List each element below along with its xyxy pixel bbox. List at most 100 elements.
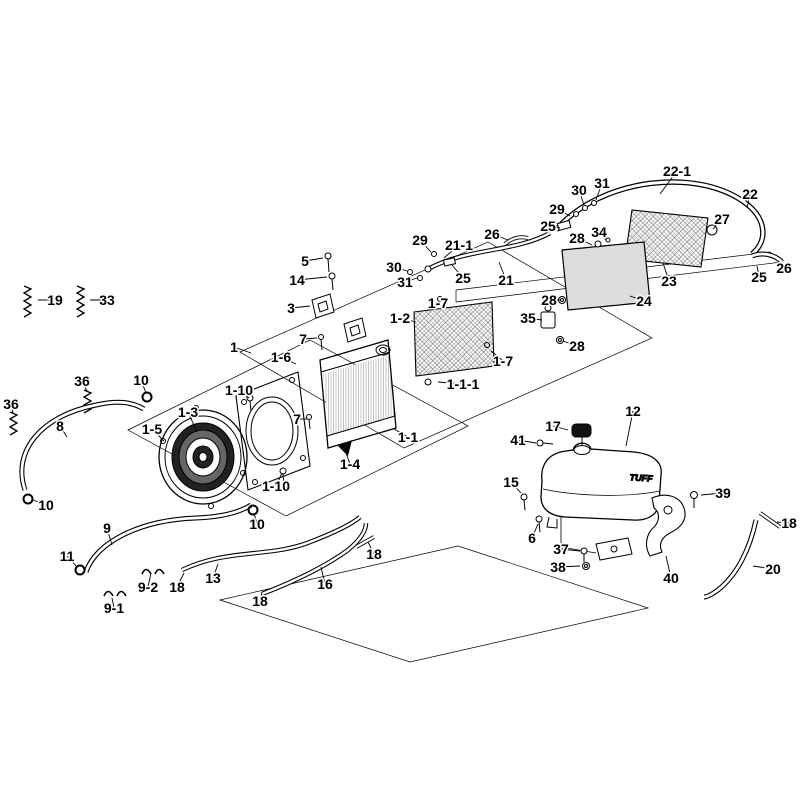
part-label-30: 30	[386, 259, 402, 275]
part-label-10: 10	[133, 372, 149, 388]
hose-9	[83, 502, 253, 573]
tank-bracket	[560, 517, 633, 570]
water-pipe	[424, 231, 552, 273]
leader-line	[10, 403, 14, 414]
spring-36-upper	[82, 389, 93, 414]
part-label-7: 7	[293, 411, 301, 427]
leader-line	[517, 439, 537, 444]
part-label-20: 20	[765, 561, 781, 577]
part-label-18: 18	[781, 515, 797, 531]
leader-line	[66, 555, 78, 568]
part-label-36: 36	[74, 373, 90, 389]
leader-line	[106, 527, 113, 546]
leader-line	[752, 565, 774, 570]
leader-line	[510, 481, 522, 494]
spring-36-lower	[8, 411, 19, 436]
leader-line	[176, 572, 185, 588]
leader-line	[665, 555, 672, 579]
hose-16	[261, 522, 369, 597]
part-label-1-5: 1-5	[142, 421, 162, 437]
part-label-21-1: 21-1	[445, 237, 473, 253]
part-label-29: 29	[549, 201, 565, 217]
part-label-18: 18	[252, 593, 268, 609]
hose-clamps	[22, 391, 259, 576]
part-label-9-1: 9-1	[104, 600, 124, 616]
part-label-28: 28	[541, 292, 557, 308]
part-label-11: 11	[60, 548, 75, 564]
part-label-25: 25	[751, 269, 767, 285]
part-label-30: 30	[571, 182, 587, 198]
fan-motor-assembly	[158, 405, 248, 509]
part-label-1-1-1: 1-1-1	[447, 376, 480, 392]
leader-line	[275, 472, 283, 487]
leader-line	[367, 541, 375, 555]
part-label-25: 25	[455, 270, 471, 286]
leader-line	[419, 239, 432, 253]
part-label-16: 16	[317, 576, 333, 592]
leader-line	[552, 425, 569, 431]
part-label-1-1: 1-1	[398, 429, 418, 445]
fan-shroud	[235, 371, 311, 491]
leader-line	[437, 302, 445, 310]
part-label-34: 34	[591, 224, 607, 240]
washers	[556, 296, 566, 344]
hose-elbow-right	[751, 251, 784, 264]
leader-line	[490, 350, 504, 362]
leader-line	[662, 262, 670, 282]
leader-line	[320, 566, 326, 585]
part-label-22: 22	[742, 186, 758, 202]
spring-33	[75, 285, 86, 318]
part-label-31: 31	[397, 274, 413, 290]
part-label-28: 28	[569, 230, 585, 246]
leader-line	[527, 317, 543, 321]
hose-joint	[503, 235, 529, 246]
leader-line	[498, 261, 507, 281]
leader-line	[625, 410, 634, 447]
small-bolts	[246, 334, 324, 485]
leader-line	[140, 379, 147, 394]
leader-line	[700, 492, 724, 496]
radiator-core	[413, 296, 495, 377]
part-label-10: 10	[249, 516, 265, 532]
leader-line	[712, 218, 723, 230]
part-label-8: 8	[56, 418, 64, 434]
part-label-23: 23	[661, 273, 677, 289]
coolant-tank: TUFF	[540, 423, 662, 529]
leader-line	[578, 189, 585, 206]
part-label-5: 5	[301, 253, 309, 269]
leader-line	[598, 231, 607, 241]
mounting-bolts-top	[324, 252, 336, 291]
leader-line	[253, 512, 258, 525]
part-label-26: 26	[484, 226, 500, 242]
part-label-26: 26	[776, 260, 792, 276]
leader-line	[437, 381, 464, 385]
part-label-39: 39	[715, 485, 731, 501]
leader-line	[59, 425, 68, 438]
part-label-1-4: 1-4	[340, 456, 360, 472]
part-label-9: 9	[103, 520, 111, 536]
leader-line	[296, 276, 328, 281]
leader-line	[557, 565, 581, 568]
part-label-1-7: 1-7	[493, 353, 513, 369]
part-label-36: 36	[3, 396, 19, 412]
part-label-17: 17	[545, 418, 561, 434]
leader-line	[393, 266, 408, 272]
leader-line	[302, 337, 318, 340]
part-label-13: 13	[205, 570, 221, 586]
leader-line	[777, 262, 785, 269]
leader-line	[399, 317, 417, 323]
leader-line	[562, 340, 578, 347]
leader-line	[259, 591, 263, 602]
leader-line	[290, 305, 311, 309]
part-label-31: 31	[594, 175, 610, 191]
leader-line	[32, 499, 47, 506]
leader-line	[443, 244, 460, 259]
leader-line	[187, 411, 198, 433]
leader-line	[304, 257, 324, 262]
pipe-18-mid	[355, 535, 375, 549]
spring-19	[22, 285, 33, 318]
leader-line	[556, 208, 571, 217]
leader-line	[111, 597, 115, 609]
